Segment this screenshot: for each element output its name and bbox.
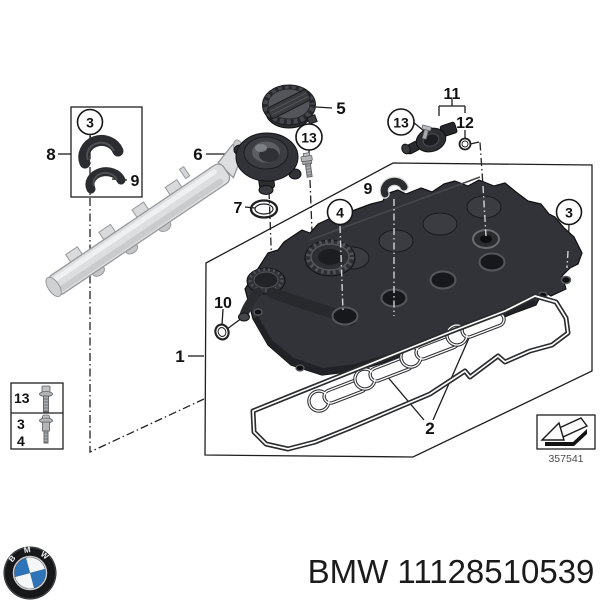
logo-letter-m: M <box>23 545 31 555</box>
svg-text:4: 4 <box>336 205 344 221</box>
breather-flange <box>233 132 302 195</box>
vacuum-tower <box>304 239 356 277</box>
callout-5: 5 <box>336 99 345 118</box>
callout-3-right: 3 <box>555 198 583 226</box>
group-8-box <box>70 106 143 198</box>
o-ring-12 <box>458 137 472 151</box>
callout-13-right: 13 <box>387 108 415 136</box>
group-1-assembly-box <box>204 162 593 458</box>
sensor-screw-13 <box>421 124 432 140</box>
cap-screw-13 <box>300 152 313 178</box>
breather-tower <box>246 267 286 295</box>
o-ring-7 <box>249 199 279 219</box>
camshaft-sensor <box>401 121 458 155</box>
direction-arrow-icon <box>540 417 589 446</box>
legend-label-4: 4 <box>17 433 25 449</box>
part-caption: BMW 11128510539 <box>308 553 595 590</box>
callout-9-left: 9 <box>131 173 140 190</box>
legend-box: 13 3 4 <box>10 382 64 450</box>
direction-arrow-box <box>536 414 596 450</box>
cover-clamp-9 <box>379 176 409 199</box>
oil-filler-cap <box>262 84 318 129</box>
logo-letter-w: W <box>39 550 51 562</box>
callout-12: 12 <box>456 115 474 132</box>
bmw-logo: B M W <box>3 545 57 600</box>
svg-text:3: 3 <box>565 205 573 221</box>
callouts: 8 9 6 5 7 11 12 9 10 1 2 3 13 13 4 3 <box>46 86 583 438</box>
callout-6: 6 <box>193 145 202 164</box>
svg-text:13: 13 <box>301 130 317 146</box>
fuel-rail <box>45 139 246 298</box>
o-ring-10 <box>214 323 230 341</box>
callout-2: 2 <box>425 419 434 438</box>
callout-9-cover: 9 <box>364 181 373 198</box>
screw-icon-3-4 <box>39 414 53 444</box>
svg-text:13: 13 <box>393 115 409 131</box>
callout-13-mid: 13 <box>295 123 323 151</box>
callout-1: 1 <box>175 347 184 366</box>
leader-lines-over-cover <box>339 185 569 316</box>
diagram-code: 357541 <box>548 453 583 465</box>
logo-letter-b: B <box>7 554 18 564</box>
callout-10: 10 <box>214 295 232 312</box>
rail-clamp-lower <box>85 167 126 194</box>
legend-label-13: 13 <box>14 390 30 406</box>
callout-3-left: 3 <box>76 108 104 136</box>
legend-label-3: 3 <box>17 416 25 432</box>
callout-7: 7 <box>234 200 243 217</box>
screw-icon-13 <box>39 385 53 413</box>
svg-text:3: 3 <box>86 115 94 131</box>
valve-cover-gasket <box>250 293 571 452</box>
callout-11: 11 <box>444 86 461 103</box>
callout-4: 4 <box>326 198 354 226</box>
rail-clamp-upper <box>78 134 124 169</box>
callout-8: 8 <box>46 145 55 164</box>
